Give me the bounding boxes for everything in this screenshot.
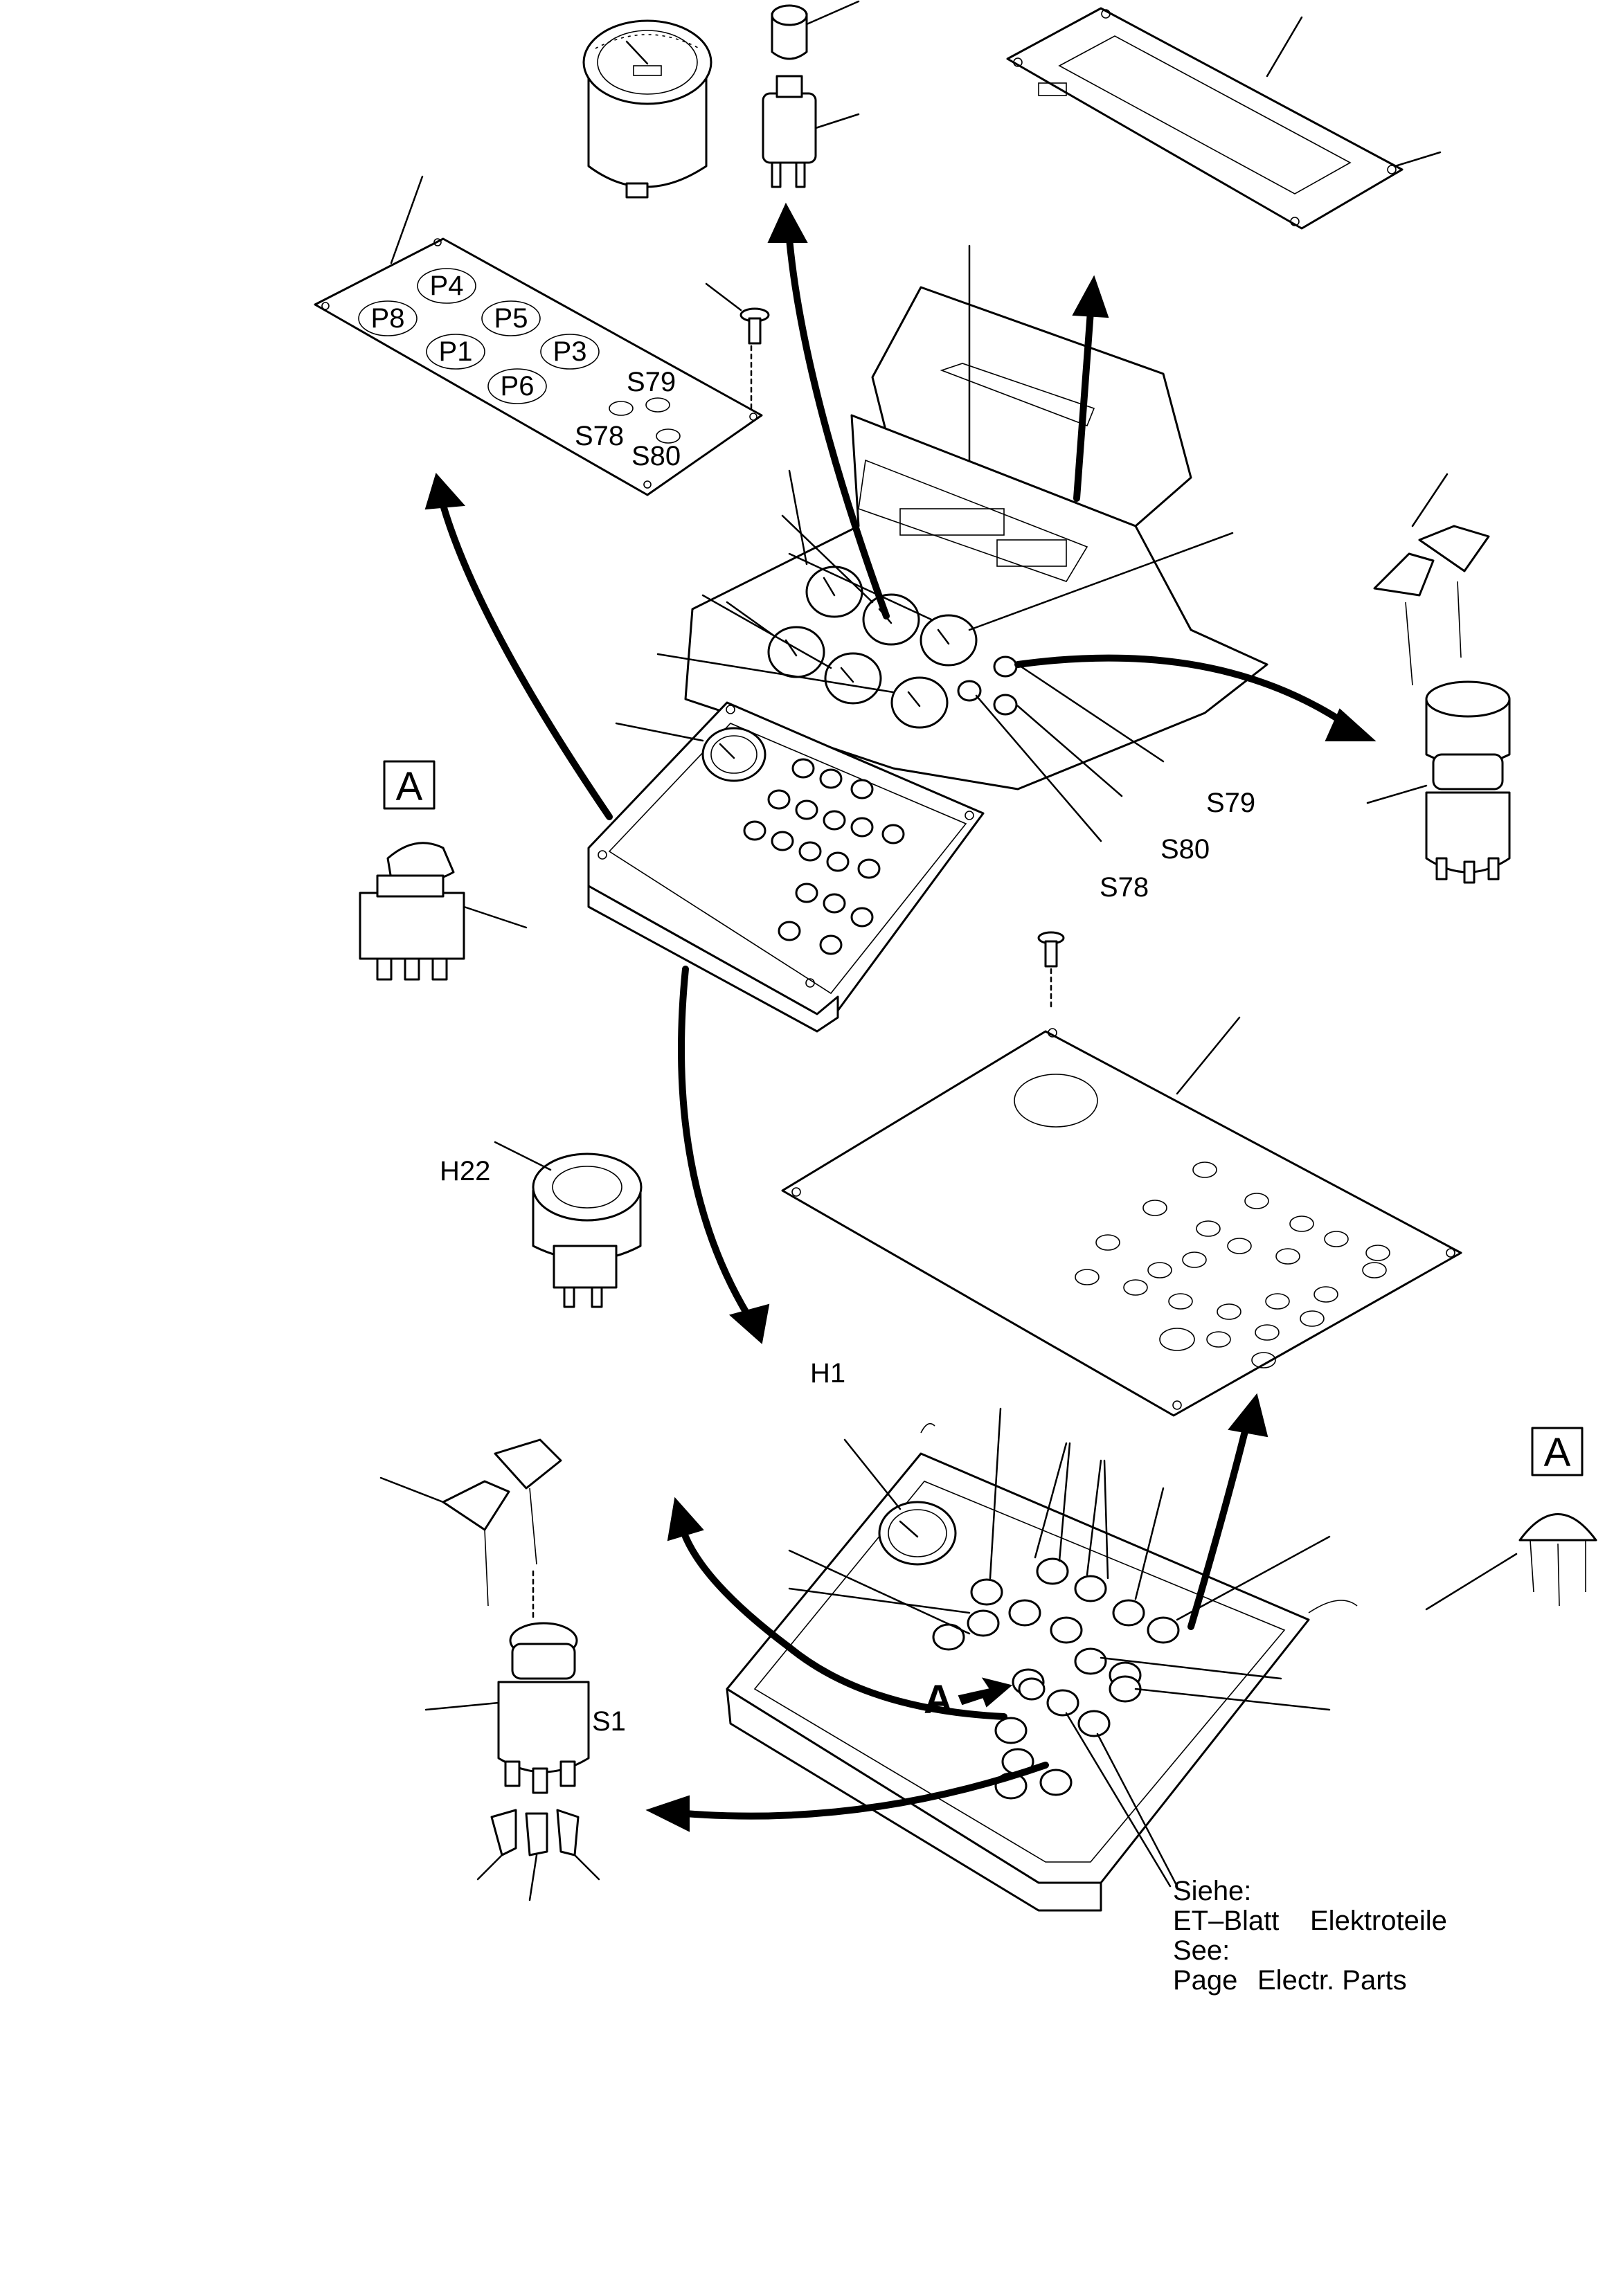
gauge-label-plate: P4 P8 P5 P1 P3 P6 S79 S78 S80 <box>314 175 763 496</box>
cover-plate-holes <box>1075 1161 1390 1368</box>
detail-a-rotary-switch: A <box>359 760 528 981</box>
screw-top <box>705 282 770 345</box>
plate-label-p5: P5 <box>494 303 528 334</box>
plate-label-p6: P6 <box>501 371 535 401</box>
assembly-arrows <box>424 202 1377 1832</box>
detail-a-box-right: A <box>1544 1430 1571 1475</box>
note-line-3: See: <box>1173 1935 1230 1966</box>
label-h1: H1 <box>810 1358 845 1389</box>
note-line-1: Siehe: <box>1173 1876 1251 1906</box>
console-label-s79: S79 <box>1206 788 1255 818</box>
label-s1: S1 <box>592 1706 626 1737</box>
detail-a-switch-cap: A <box>1425 1427 1597 1611</box>
reference-note: Siehe: ET–Blatt Elektroteile See: Page E… <box>1173 1876 1447 1996</box>
detail-a-box-left: A <box>396 764 423 809</box>
main-dashboard-console: S79 S80 S78 <box>587 244 1268 1033</box>
warning-lamp-part <box>762 0 860 188</box>
lower-panel-switches <box>932 1557 1180 1800</box>
detail-a-arrow-label: A <box>924 1677 953 1722</box>
plate-label-p1: P1 <box>439 336 473 367</box>
note-line-4-right: Electr. Parts <box>1257 1965 1407 1996</box>
display-frame-plate <box>1006 7 1442 230</box>
plate-label-p4: P4 <box>430 271 464 301</box>
lower-switch-panel: A <box>726 1407 1358 1912</box>
console-label-s78: S78 <box>1100 872 1149 903</box>
label-h22: H22 <box>440 1156 490 1186</box>
console-label-s80: S80 <box>1160 834 1210 865</box>
note-line-2-right: Elektroteile <box>1310 1906 1447 1936</box>
h22-lamp-part: H22 <box>440 1141 643 1308</box>
s1-ignition-switch: S1 <box>379 1438 626 1901</box>
plate-label-s80: S80 <box>631 441 681 471</box>
plate-label-s79: S79 <box>627 367 676 397</box>
plate-label-s78: S78 <box>575 421 624 451</box>
switch-cover-plate <box>781 931 1462 1417</box>
note-line-4-left: Page <box>1173 1965 1237 1996</box>
console-switch-grid <box>743 758 905 955</box>
plate-label-p3: P3 <box>553 336 587 367</box>
ignition-keys-right <box>1366 473 1511 884</box>
plate-label-p8: P8 <box>371 303 405 334</box>
round-gauge-part <box>582 19 712 199</box>
note-line-2-left: ET–Blatt <box>1173 1906 1279 1936</box>
